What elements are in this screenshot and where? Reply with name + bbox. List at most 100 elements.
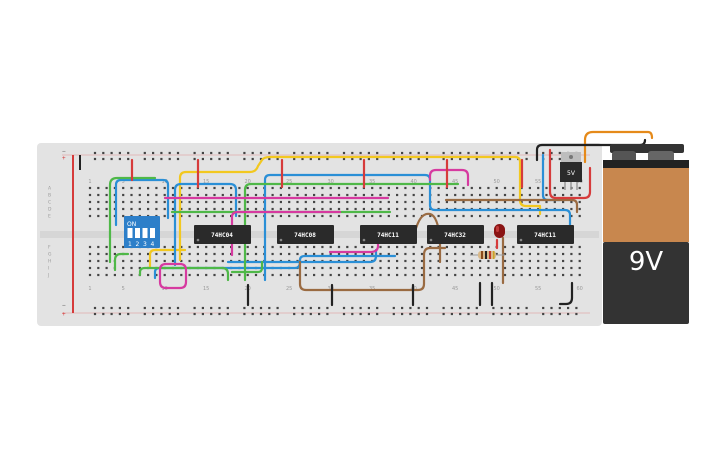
breadboard-hole [138,259,141,263]
breadboard-hole [196,193,199,197]
breadboard-hole [143,157,146,161]
breadboard-hole [367,151,370,155]
breadboard-hole [188,214,191,218]
breadboard-hole [520,193,523,197]
breadboard-hole [429,259,432,263]
breadboard-hole [230,273,233,277]
breadboard-hole [279,186,282,190]
breadboard-hole [93,312,97,316]
breadboard-hole [155,200,158,204]
led-highlight [496,226,499,232]
breadboard-hole [487,273,490,277]
breadboard-hole [180,245,183,249]
breadboard-hole [520,214,523,218]
breadboard-hole [301,157,304,161]
breadboard-hole [130,207,133,211]
breadboard-hole [500,312,503,316]
row-letter: J [47,273,49,279]
breadboard-hole [404,207,407,211]
breadboard-hole [105,186,108,190]
breadboard-hole [168,151,171,155]
breadboard-hole [138,193,141,197]
resistor[interactable] [470,251,505,259]
breadboard-hole [553,193,556,197]
dip-toggle-2[interactable] [135,228,140,238]
breadboard-hole [254,207,258,211]
breadboard-hole [326,157,329,161]
breadboard-hole [520,266,523,270]
breadboard-hole [379,266,382,270]
breadboard-hole [429,266,432,270]
breadboard-hole [127,157,130,161]
chip-body [360,225,417,244]
breadboard-hole [213,207,216,211]
breadboard-hole [163,207,166,211]
breadboard-hole [329,245,332,249]
breadboard-hole [279,193,282,197]
breadboard-hole [346,252,349,256]
breadboard-hole [155,259,158,263]
breadboard-hole [88,186,92,190]
breadboard-hole [567,312,570,316]
breadboard-hole [321,266,324,270]
ic-chip-3[interactable]: 74HC11 [360,225,417,244]
voltage-regulator[interactable]: 5V [560,152,582,190]
breadboard-hole [160,306,163,310]
breadboard-hole [205,245,208,249]
dip-number-4: 4 [151,241,155,248]
breadboard-hole [152,312,155,316]
breadboard-hole [429,214,432,218]
breadboard-hole [346,207,349,211]
breadboard-hole [271,200,274,204]
breadboard-hole [376,306,379,310]
led[interactable] [494,224,505,238]
breadboard-hole [553,266,556,270]
breadboard-hole [387,259,390,263]
breadboard-hole [512,273,515,277]
breadboard-hole [304,273,307,277]
breadboard-hole [371,214,374,218]
breadboard-hole [259,157,263,161]
breadboard-hole [528,186,531,190]
wire-yellow-2 [148,248,187,269]
breadboard-hole [467,312,470,316]
breadboard-hole [495,193,498,197]
breadboard-hole [429,252,432,256]
breadboard-hole [110,306,113,310]
breadboard-hole [163,193,166,197]
breadboard-hole [487,245,490,249]
breadboard-hole [201,306,204,310]
breadboard-hole [454,245,457,249]
chip-label: 74HC04 [211,232,233,239]
dip-toggle-3[interactable] [142,228,148,238]
breadboard-hole [243,312,246,316]
ic-chip-1[interactable]: 74HC04 [194,225,251,244]
dip-toggle-4[interactable] [150,228,155,238]
breadboard-hole [578,266,581,270]
breadboard-hole [570,245,573,249]
breadboard-hole [396,266,399,270]
breadboard-hole [528,245,531,249]
ic-chip-2[interactable]: 74HC08 [277,225,334,244]
ic-chip-5[interactable]: 74HC11 [517,225,574,244]
wire-yellow-1 [178,155,542,262]
breadboard-hole [470,259,473,263]
dip-switch[interactable]: ON 1 2 3 4 [124,216,160,248]
breadboard-hole [288,245,291,249]
breadboard-hole [318,312,321,316]
breadboard-hole [321,207,324,211]
battery-9v[interactable]: 9V [603,144,689,324]
breadboard-hole [351,306,354,310]
breadboard-hole [105,214,108,218]
breadboard-hole [492,312,495,316]
breadboard-hole [445,252,448,256]
breadboard-hole [558,312,561,316]
ic-chip-4[interactable]: 74HC32 [427,225,484,244]
breadboard-hole [230,186,233,190]
breadboard-hole [243,157,246,161]
breadboard-hole [520,245,523,249]
breadboard-hole [512,193,515,197]
dip-toggle-1[interactable] [127,228,133,238]
breadboard-hole [155,186,158,190]
breadboard-hole [304,245,307,249]
